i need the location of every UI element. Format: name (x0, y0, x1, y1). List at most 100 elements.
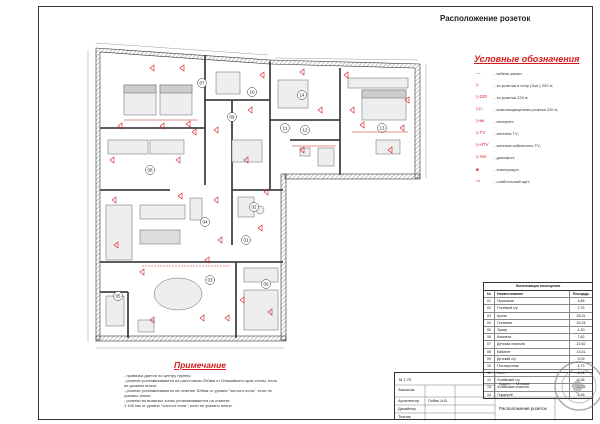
svg-text:09: 09 (229, 115, 235, 120)
cell-name: Хозяйский с/у (495, 377, 570, 384)
stamp-sheet-name: Расположение розеток (499, 406, 547, 411)
cell-name: Хозяйская спальня (495, 384, 570, 391)
cell-name: Гостевой с/у (495, 305, 570, 312)
cell-number: 09 (484, 355, 495, 362)
room-tag-11: 11 (280, 123, 290, 133)
legend-label: - электрощит; (494, 166, 520, 172)
cell-name: Гардероб (495, 391, 570, 398)
inner-walls (100, 55, 341, 338)
stamp-designer-label: Дизайнер (398, 406, 416, 411)
legend-row: ▷тел- домофон; (476, 152, 592, 162)
room-tag-04: 04 (200, 217, 210, 227)
legend-label: - влагозащищенная розетка 220 в; (494, 106, 558, 112)
svg-text:08: 08 (147, 168, 153, 173)
legend-symbol: ▭ (476, 178, 481, 183)
room-tag-03: 03 (205, 275, 215, 285)
svg-text:10: 10 (249, 90, 255, 95)
cell-area: 4,91 (577, 371, 585, 376)
room-tag-07: 07 (197, 78, 207, 88)
svg-text:01: 01 (243, 238, 249, 243)
table-title: Экспликация помещения (484, 283, 592, 291)
room-tag-09: 09 (227, 112, 237, 122)
cell-number: 10 (484, 362, 495, 370)
legend-symbol: ▷▷ (476, 106, 483, 111)
legend-row: ▷220- эл.розетка 220 в; (476, 92, 592, 102)
note-line: - привязка дается по центру группы; (124, 373, 192, 378)
room-tag-06: 06 (261, 279, 271, 289)
legend-symbol: ▷ (476, 82, 480, 87)
cell-area: 4,30 (577, 327, 585, 332)
legend-label: - эл.розетка в полу (2шт.) 220 в; (494, 82, 553, 88)
svg-text:03: 03 (207, 278, 213, 283)
svg-text:05: 05 (115, 294, 121, 299)
note-line: - розетки во влажных зонах устанавливают… (124, 398, 230, 403)
legend-label: - кабель-канал; (494, 70, 523, 76)
legend-row: ▷HTV- антенна кабельного TV; (476, 140, 592, 150)
legend-symbol: ▷220 (476, 94, 487, 99)
room-tag-10: 10 (247, 87, 257, 97)
svg-text:06: 06 (263, 282, 269, 287)
cell-number: 07 (484, 341, 495, 348)
cell-name: Кабинет (495, 348, 570, 355)
cell-area: 2,76 (577, 306, 585, 311)
legend-label: - интернет; (494, 118, 515, 124)
watermark-seal (554, 361, 600, 411)
legend-label: - слаботочный щит; (494, 178, 531, 184)
legend-row: ▭ - слаботочный щит; (476, 176, 592, 186)
svg-text:07: 07 (199, 81, 205, 86)
svg-text:12: 12 (302, 128, 308, 133)
stamp-address: Адрес: г. Москва (499, 381, 530, 386)
cell-name: Комната (495, 334, 570, 341)
legend-row: ▷ин - интернет; (476, 116, 592, 126)
cell-name: Постирочная (495, 362, 570, 370)
cell-area: 8,48 (577, 392, 585, 397)
cell-number: 02 (484, 305, 495, 312)
stamp-client-label: Заказчик (398, 387, 415, 392)
cell-name: Детский с/у (495, 355, 570, 362)
room-tag-13: 13 (377, 123, 387, 133)
room-tag-02: 02 (249, 202, 259, 212)
legend-symbol: ▷TV (476, 130, 486, 135)
room-tag-01: 01 (241, 235, 251, 245)
legend-row: — - кабель-канал; (476, 68, 592, 78)
notes-list: - привязка дается по центру группы; - ро… (124, 373, 324, 408)
note-line: - розетки устанавливаются на расстоянии … (124, 378, 277, 383)
room-explication-table: Экспликация помещения № Наименование Пло… (483, 282, 593, 399)
cell-number: 12 (484, 377, 495, 384)
note-line: - розетки устанавливаются на отметке 300… (124, 388, 272, 393)
note-line: не указано иначе; (124, 383, 158, 388)
table-header-row: № Наименование Площадь (484, 291, 592, 299)
legend-symbol: — (476, 70, 481, 76)
cell-name: Холл (495, 370, 570, 377)
legend-symbol: ▷ин (476, 118, 485, 123)
cell-area: 4,73 (577, 363, 585, 368)
title-block-grid (395, 373, 594, 421)
legend-symbol: ▷тел (476, 154, 487, 159)
note-line: указано иначе; (124, 393, 152, 398)
cell-area: 4,88 (577, 299, 585, 304)
legend-symbol: ▷HTV (476, 142, 489, 147)
header-area: Площадь (572, 292, 590, 296)
cell-number: 08 (484, 348, 495, 355)
header-name: Наименование (495, 291, 570, 298)
room-tag-05: 05 (113, 291, 123, 301)
cell-area: 13,51 (576, 349, 586, 354)
cell-name: Эркер (495, 326, 570, 334)
sheet-title: Расположение розеток (440, 14, 531, 23)
stamp-tech-label: Техник (398, 414, 411, 419)
notes-title: Примечание (174, 360, 227, 370)
dimension-lines (87, 42, 427, 349)
